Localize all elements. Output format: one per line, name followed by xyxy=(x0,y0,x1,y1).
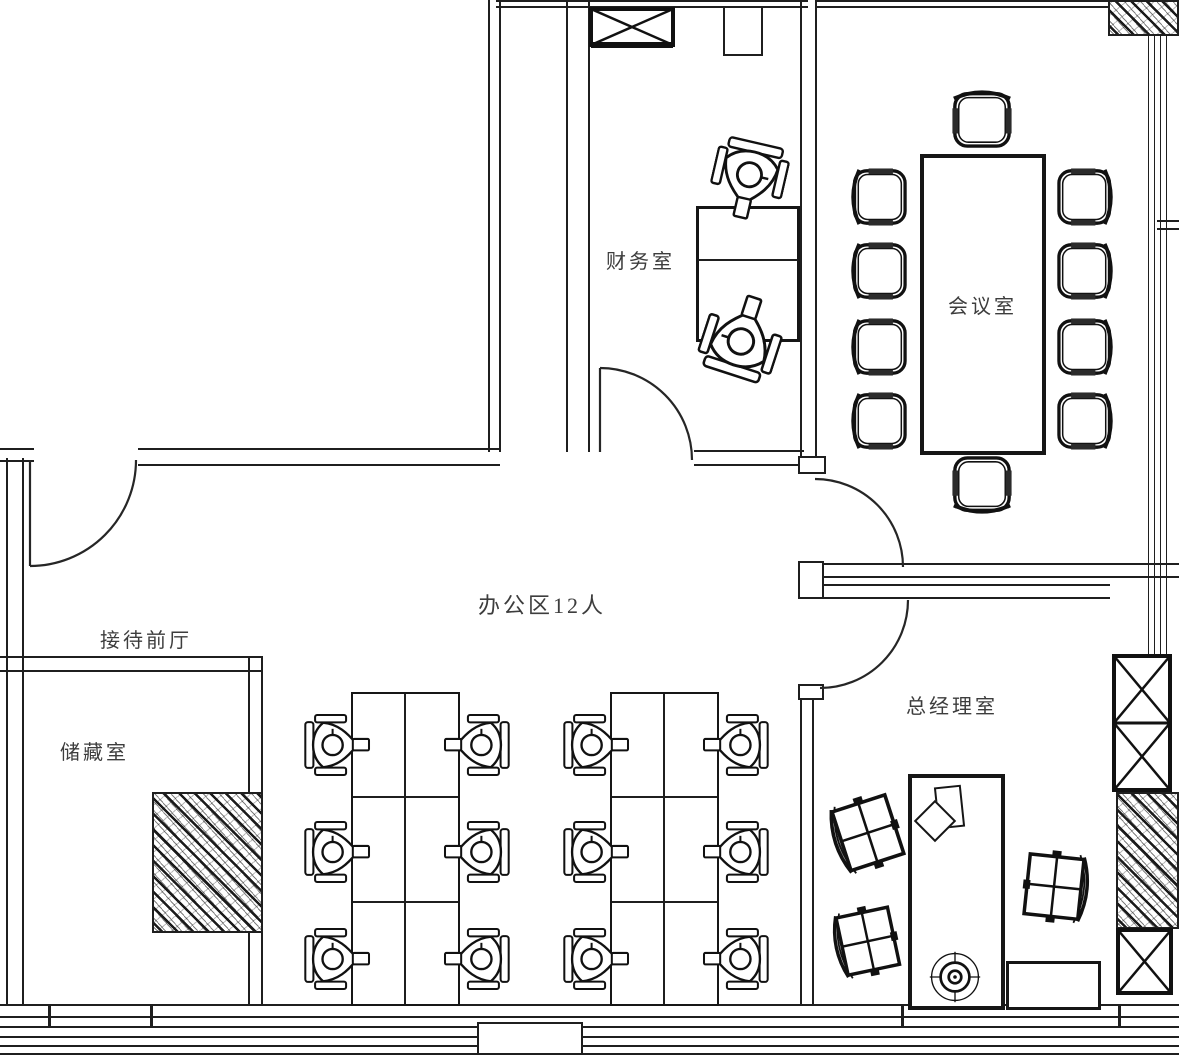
wall-finance-south xyxy=(694,450,804,466)
office-chair-icon xyxy=(693,714,777,776)
desk-cluster-divider xyxy=(404,694,406,1004)
window-mullion-1 xyxy=(48,1004,51,1028)
column-hatch-top-right xyxy=(1108,0,1179,36)
shaft-xbox-double-icon xyxy=(1112,654,1172,792)
wall-niche-right xyxy=(761,6,763,56)
manager-chair-icon xyxy=(1016,846,1099,928)
wall-conference-top xyxy=(815,0,1108,8)
window-band-bottom xyxy=(0,1026,1179,1055)
conference-chair-icon xyxy=(951,455,1013,519)
wall-reception-top xyxy=(138,448,500,466)
reception-label: 接待前厅 xyxy=(100,630,192,652)
shaft-xbox-top-icon xyxy=(589,7,675,48)
conference-chair-icon xyxy=(846,318,908,376)
desk-row-line xyxy=(353,901,458,903)
desk-row-line xyxy=(612,796,717,798)
wall-cap-manager xyxy=(798,684,824,700)
conference-chair-icon xyxy=(1056,318,1118,376)
column-hatch-right xyxy=(1116,792,1179,929)
finance-door-arc xyxy=(599,366,694,461)
storage-room-label: 储藏室 xyxy=(60,742,129,764)
guest-chair-icon xyxy=(816,786,912,882)
wall-tick-right-edge xyxy=(1157,220,1179,230)
desk-cluster-divider xyxy=(663,694,665,1004)
office-chair-icon xyxy=(434,821,518,883)
window-mullion-4 xyxy=(1118,1004,1121,1028)
wall-storage-top xyxy=(0,656,263,672)
conference-chair-icon xyxy=(846,168,908,226)
corridor-door-arc xyxy=(814,477,905,568)
guest-chair-icon xyxy=(819,899,908,985)
office-chair-icon xyxy=(693,928,777,990)
wall-conference-east-2 xyxy=(1160,36,1167,656)
desk-row-line xyxy=(612,901,717,903)
window-mullion-2 xyxy=(150,1004,153,1028)
office-chair-icon xyxy=(555,714,639,776)
wall-cap-corridor xyxy=(798,561,824,599)
conference-chair-icon xyxy=(1056,392,1118,450)
manager-door-arc xyxy=(819,599,910,690)
office-chair-icon xyxy=(434,928,518,990)
wall-bottom xyxy=(0,1004,1179,1018)
wall-conference-south xyxy=(812,563,1179,578)
wall-conference-east-1 xyxy=(1148,36,1155,656)
conference-chair-icon xyxy=(1056,242,1118,300)
conference-chair-icon xyxy=(846,392,908,450)
wall-niche-left xyxy=(723,6,725,56)
office-chair-icon xyxy=(296,928,380,990)
conference-chair-icon xyxy=(951,85,1013,149)
storage-hatch-block xyxy=(152,792,263,933)
wall-niche-bottom xyxy=(723,54,763,56)
wall-left-outer xyxy=(6,458,24,1006)
finance-desk-divider xyxy=(698,259,798,261)
finance-room-label: 财务室 xyxy=(606,251,675,273)
window-mullion-3 xyxy=(901,1004,904,1028)
wall-entry-stub xyxy=(0,448,34,462)
conference-table xyxy=(920,154,1046,455)
desk-row-line xyxy=(353,796,458,798)
office-chair-icon xyxy=(555,928,639,990)
office-chair-icon xyxy=(296,821,380,883)
wall-cap-divider xyxy=(798,456,826,474)
chair-base-crosshair-icon xyxy=(928,950,982,1004)
office-chair-icon xyxy=(296,714,380,776)
office-chair-icon xyxy=(434,714,518,776)
conference-chair-icon xyxy=(1056,168,1118,226)
shaft-xbox-single-icon xyxy=(1116,928,1173,995)
office-chair-icon xyxy=(693,821,777,883)
manager-room-label: 总经理室 xyxy=(906,696,998,718)
side-cabinet xyxy=(1006,961,1101,1010)
wall-manager-north xyxy=(812,584,1110,599)
window-band-break xyxy=(477,1022,583,1055)
wall-upper-left-vertical xyxy=(488,0,501,452)
wall-finance-conference-divider xyxy=(800,0,817,460)
office-chair-icon xyxy=(555,821,639,883)
open-office-label: 办公区12人 xyxy=(478,593,607,618)
wall-manager-west xyxy=(800,686,814,1006)
conference-room-label: 会议室 xyxy=(948,296,1017,318)
entry-door-arc xyxy=(29,459,138,568)
wall-finance-west xyxy=(566,0,590,452)
conference-chair-icon xyxy=(846,242,908,300)
